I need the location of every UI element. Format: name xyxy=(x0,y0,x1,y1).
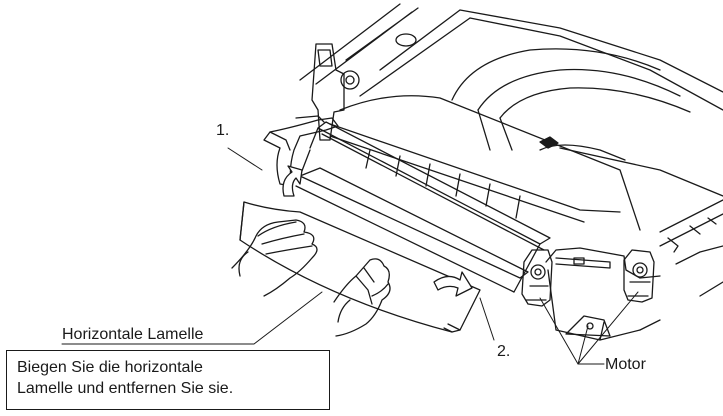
motor-label: Motor xyxy=(605,356,646,373)
louver-frame xyxy=(295,121,551,293)
leader-lines xyxy=(61,147,639,365)
motor-housing xyxy=(545,199,723,341)
hook-lever xyxy=(263,115,339,187)
bend-arrow-icon xyxy=(282,165,303,197)
left-side-bracket xyxy=(311,43,360,141)
motor-bracket xyxy=(565,315,611,337)
horizontal-louver xyxy=(239,201,481,333)
knob-icon xyxy=(340,70,360,90)
instruction-box: Biegen Sie die horizontale Lamelle und e… xyxy=(6,350,330,410)
leader-lamelle xyxy=(61,291,323,345)
leader-motor xyxy=(539,291,639,365)
unit-top-housing xyxy=(299,3,723,197)
right-motor xyxy=(623,249,655,303)
horizontal-louver-label: Horizontale Lamelle xyxy=(62,326,204,343)
removal-arrow-icon xyxy=(433,271,473,297)
step-1-label: 1. xyxy=(216,122,230,139)
right-hand xyxy=(333,258,391,337)
leader-step-1 xyxy=(227,147,263,171)
left-motor xyxy=(521,249,553,307)
leader-step-2 xyxy=(479,297,495,341)
left-hand xyxy=(231,219,318,297)
housing-hole xyxy=(395,33,417,47)
instruction-line-1: Biegen Sie die horizontale xyxy=(17,359,203,376)
step-2-label: 2. xyxy=(497,343,511,360)
instruction-line-2: Lamelle und entfernen Sie sie. xyxy=(17,380,234,397)
